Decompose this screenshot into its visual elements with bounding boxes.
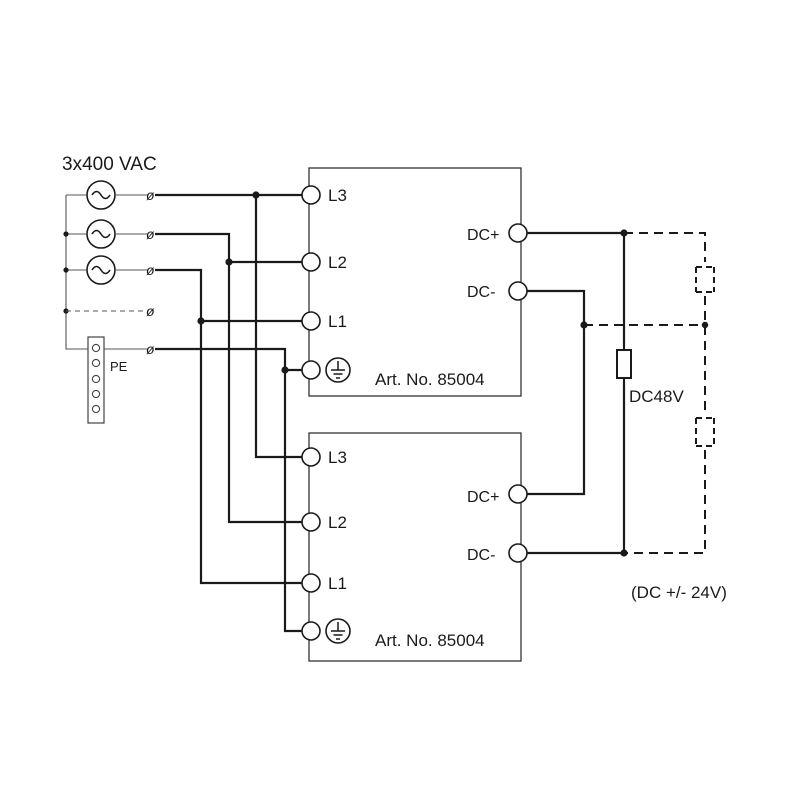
wire-l1 <box>155 268 303 585</box>
wire-dc-series-link <box>527 289 586 496</box>
terminal-l3 <box>301 447 321 467</box>
split-load-upper-icon <box>695 266 715 293</box>
fuse-mark: ø <box>146 187 155 203</box>
wire-pe <box>155 347 303 633</box>
ground-icon <box>325 618 351 644</box>
terminal-l1 <box>301 573 321 593</box>
input-label-l2: L2 <box>328 253 347 272</box>
input-label-l3: L3 <box>328 448 347 467</box>
terminal-l2 <box>301 512 321 532</box>
wire-split-top <box>624 232 706 262</box>
load-resistor-icon <box>616 349 632 379</box>
terminal-dc-plus <box>508 223 528 243</box>
input-label-l1: L1 <box>328 574 347 593</box>
terminal-pe <box>301 621 321 641</box>
junction-split <box>701 321 709 329</box>
pe-label: PE <box>110 359 128 374</box>
bus-node <box>63 231 69 237</box>
fuse-mark: ø <box>146 226 155 242</box>
terminal-dc-minus <box>508 281 528 301</box>
supply-voltage-label: 3x400 VAC <box>62 154 157 175</box>
terminal-dc-minus <box>508 543 528 563</box>
split-load-lower-icon <box>695 417 715 447</box>
terminal-l2 <box>301 252 321 272</box>
junction-pe <box>281 366 289 374</box>
module-article-number: Art. No. 85004 <box>375 370 485 389</box>
fuse-mark: ø <box>146 262 155 278</box>
output-label-dc-minus: DC- <box>467 284 495 301</box>
input-label-l2: L2 <box>328 513 347 532</box>
fuse-mark: ø <box>146 341 155 357</box>
terminal-l3 <box>301 185 321 205</box>
terminal-pe <box>301 360 321 380</box>
ac-source-l1-icon <box>86 255 116 285</box>
wire-l2 <box>155 232 303 524</box>
ground-icon <box>325 357 351 383</box>
output-label-dc-minus: DC- <box>467 547 495 564</box>
wire-dc-outer <box>527 231 626 555</box>
wire-l3-module2 <box>254 195 303 459</box>
junction-l1 <box>197 317 205 325</box>
junction-l2 <box>225 258 233 266</box>
pe-terminal-strip <box>87 336 105 424</box>
junction-l3 <box>252 191 260 199</box>
wire-split-bottom <box>624 450 706 554</box>
ac-source-l2-icon <box>86 219 116 249</box>
supply-neutral-bus <box>65 195 88 350</box>
series-voltage-label: DC48V <box>629 387 684 406</box>
power-supply-module-1 <box>308 167 522 397</box>
input-label-l3: L3 <box>328 186 347 205</box>
bus-node <box>63 267 69 273</box>
output-label-dc-plus: DC+ <box>467 227 499 244</box>
ac-source-l3-icon <box>86 180 116 210</box>
terminal-dc-plus <box>508 484 528 504</box>
input-label-l1: L1 <box>328 312 347 331</box>
terminal-l1 <box>301 311 321 331</box>
split-voltage-label: (DC +/- 24V) <box>631 583 727 602</box>
module-article-number: Art. No. 85004 <box>375 631 485 650</box>
fuse-mark: ø <box>146 303 155 319</box>
output-label-dc-plus: DC+ <box>467 489 499 506</box>
